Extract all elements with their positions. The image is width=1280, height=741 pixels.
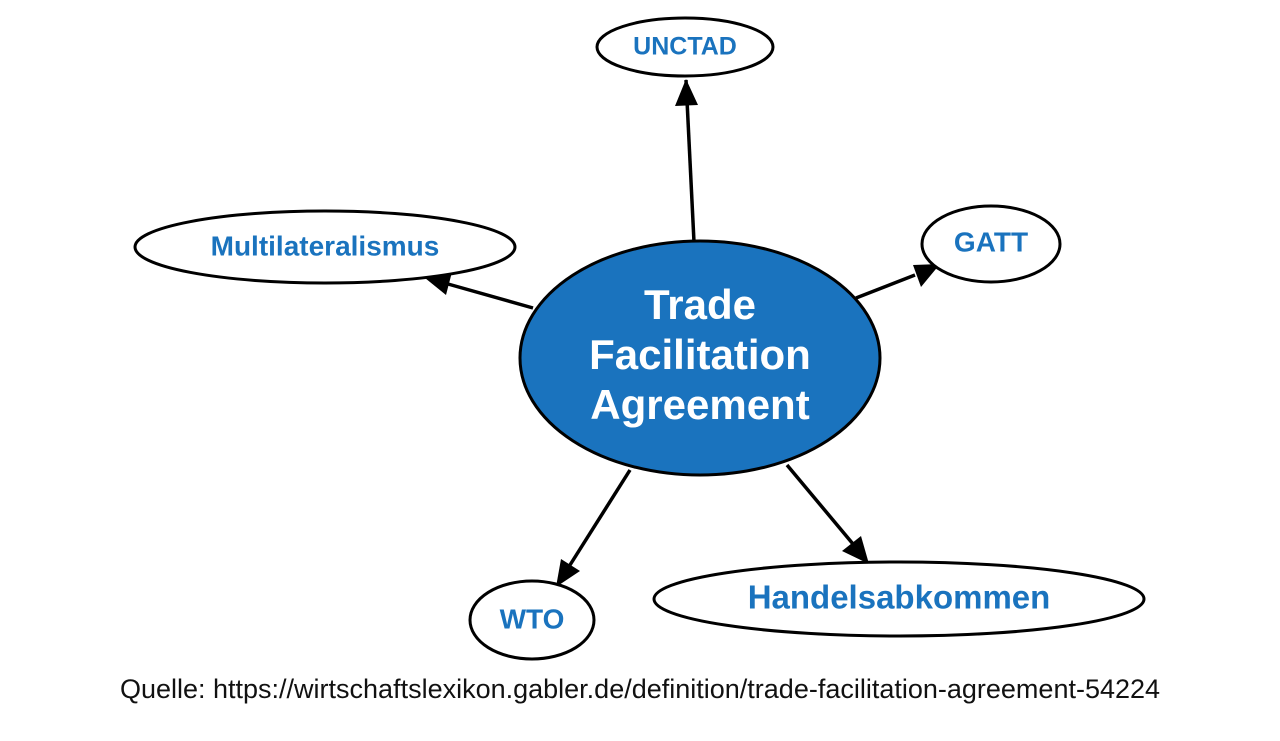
edge-to-gatt xyxy=(855,273,916,300)
arrowhead-wto xyxy=(556,559,580,587)
edge-to-unctad xyxy=(684,79,696,243)
arrowhead-gatt xyxy=(913,264,940,287)
node-unctad[interactable] xyxy=(595,16,775,78)
arrowhead-handelsabkommen xyxy=(842,536,869,564)
edge-to-handelsabkommen xyxy=(785,463,855,546)
label-wto: WTO xyxy=(500,603,565,634)
edge-to-wto xyxy=(568,469,632,566)
node-wto[interactable] xyxy=(468,579,596,661)
center-label-line3: Agreement xyxy=(590,381,809,428)
label-handelsabkommen: Handelsabkommen xyxy=(748,579,1051,616)
label-unctad: UNCTAD xyxy=(633,33,737,61)
source-citation: Quelle: https://wirtschaftslexikon.gable… xyxy=(119,674,1161,704)
label-gatt: GATT xyxy=(954,226,1028,257)
center-label-line2: Facilitation xyxy=(589,331,811,378)
node-multilateralismus[interactable] xyxy=(133,209,517,285)
node-handelsabkommen[interactable] xyxy=(652,560,1146,638)
center-node[interactable] xyxy=(518,239,882,477)
arrowhead-unctad xyxy=(675,79,698,106)
label-multilateralismus: Multilateralismus xyxy=(211,230,440,261)
edge-to-multilateralismus xyxy=(447,282,534,310)
node-gatt[interactable] xyxy=(920,204,1062,284)
center-label-line1: Trade xyxy=(644,281,756,328)
